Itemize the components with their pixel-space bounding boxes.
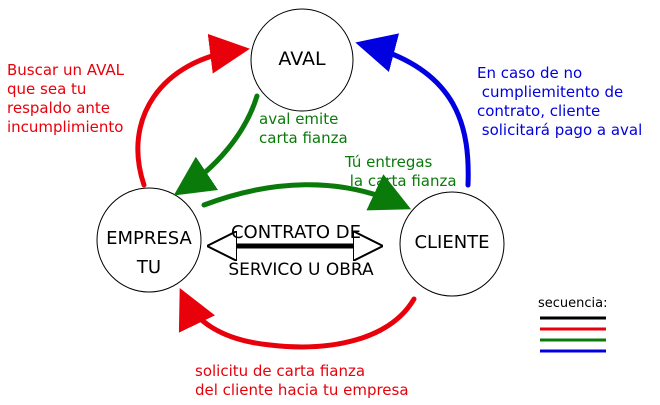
empresa-label: EMPRESA TU: [106, 228, 192, 278]
label-en-caso: En caso de no cumpliemitento de contrato…: [477, 64, 643, 139]
arrow-cliente-to-aval: [355, 33, 471, 188]
aval-node: [250, 8, 354, 112]
label-solicitud: solicitu de carta fianza del cliente hac…: [195, 362, 409, 399]
arrow-aval-to-empresa: [173, 93, 260, 196]
cliente-node: [399, 191, 505, 297]
arrow-empresa-to-cliente: [201, 174, 412, 211]
contract-line2: SERVICO U OBRA: [228, 260, 374, 280]
cliente-label: CLIENTE: [414, 232, 490, 253]
label-buscar-aval: Buscar un AVAL que sea tu respaldo ante …: [7, 61, 124, 136]
legend-lines: [540, 316, 606, 353]
label-tu-entregas: Tú entregas la carta fianza: [345, 153, 457, 190]
legend-title: secuencia:: [538, 296, 608, 311]
arrow-empresa-to-aval: [135, 33, 250, 188]
contract-line1: CONTRATO DE: [230, 222, 361, 243]
empresa-node: [96, 187, 202, 293]
aval-label: AVAL: [278, 48, 326, 70]
label-aval-emite: aval emite carta fianza: [259, 110, 348, 147]
arrow-cliente-to-empresa: [178, 287, 417, 350]
